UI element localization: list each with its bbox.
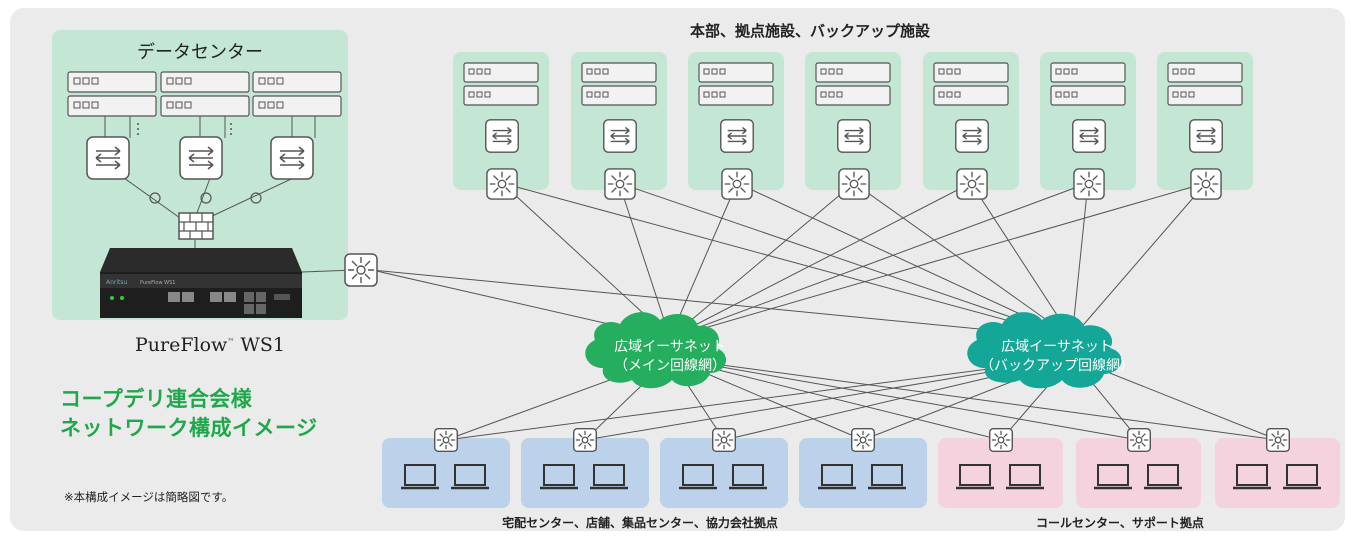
cloud-backup-line1: 広域イーサネット xyxy=(1001,339,1113,355)
l2-switch-icon xyxy=(1072,119,1106,157)
l2-switch-icon xyxy=(86,136,130,184)
l3-switch-icon xyxy=(486,168,518,204)
datacenter-links xyxy=(104,115,316,256)
svg-text:PureFlow WS1: PureFlow WS1 xyxy=(140,280,175,286)
l2-switch-icon xyxy=(720,119,754,157)
laptop-icon xyxy=(817,463,857,495)
l2-switch-icon xyxy=(603,119,637,157)
l3-switch-icon xyxy=(573,428,597,456)
laptop-icon xyxy=(539,463,579,495)
laptop-icon xyxy=(589,463,629,495)
svg-text:Anritsu: Anritsu xyxy=(106,279,128,286)
l2-switch-icon xyxy=(1189,119,1223,157)
cloud-backup-icon xyxy=(967,312,1122,389)
heading-line1: コープデリ連合会様 xyxy=(60,387,253,411)
diagram-canvas: データセンター 本部、拠点施設、バックアップ施設 xyxy=(10,8,1345,531)
cloud-main-icon xyxy=(585,312,727,389)
firewall-icon xyxy=(178,212,214,244)
l3-switch-icon xyxy=(434,428,458,456)
l3-switch-icon xyxy=(604,168,636,204)
laptop-icon xyxy=(1143,463,1183,495)
cloud-main-line2: （メイン回線網） xyxy=(614,358,726,374)
laptop-icon xyxy=(450,463,490,495)
server-icon xyxy=(581,62,657,110)
server-icon xyxy=(815,62,891,110)
server-icon xyxy=(933,62,1009,110)
l3-switch-icon xyxy=(721,168,753,204)
l2-switch-icon xyxy=(270,136,314,184)
note-text: ※本構成イメージは簡略図です。 xyxy=(64,490,234,504)
laptop-icon xyxy=(728,463,768,495)
datacenter-servers xyxy=(67,71,342,135)
datacenter-title: データセンター xyxy=(137,42,263,63)
server-icon xyxy=(698,62,774,110)
cloud-backup-label: 広域イーサネット （バックアップ回線網） xyxy=(962,338,1152,376)
l3-switch-icon xyxy=(956,168,988,204)
cloud-main-label: 広域イーサネット （メイン回線網） xyxy=(585,338,755,376)
l3-switch-icon xyxy=(838,168,870,204)
l2-switch-icon xyxy=(485,119,519,157)
laptop-icon xyxy=(867,463,907,495)
l3-switch-icon xyxy=(1127,428,1151,456)
l2-switch-icon xyxy=(955,119,989,157)
sites-title: 本部、拠点施設、バックアップ施設 xyxy=(689,22,930,40)
call-sites-label: コールセンター、サポート拠点 xyxy=(1036,516,1204,530)
delivery-sites-label: 宅配センター、店舗、集品センター、協力会社拠点 xyxy=(502,516,778,530)
l3-switch-icon xyxy=(1190,168,1222,204)
l3-switch-icon xyxy=(344,253,378,291)
l2-switch-icon xyxy=(179,136,223,184)
server-icon xyxy=(1050,62,1126,110)
heading-line2: ネットワーク構成イメージ xyxy=(60,416,318,440)
laptop-icon xyxy=(400,463,440,495)
cloud-main-line1: 広域イーサネット xyxy=(614,339,726,355)
pureflow-appliance: Anritsu PureFlow WS1 xyxy=(98,248,304,320)
server-icon xyxy=(1167,62,1243,110)
cloud-backup-line2: （バックアップ回線網） xyxy=(980,358,1134,374)
laptop-icon xyxy=(1093,463,1133,495)
laptop-icon xyxy=(1282,463,1322,495)
laptop-icon xyxy=(1005,463,1045,495)
l3-switch-icon xyxy=(989,428,1013,456)
laptop-icon xyxy=(955,463,995,495)
pureflow-label: PureFlow™ WS1 xyxy=(135,334,285,356)
cloud-shapes xyxy=(585,312,1122,389)
l3-switch-icon xyxy=(1073,168,1105,204)
l3-switch-icon xyxy=(1266,428,1290,456)
l2-switch-icon xyxy=(837,119,871,157)
laptop-icon xyxy=(1232,463,1272,495)
l3-switch-icon xyxy=(851,428,875,456)
laptop-icon xyxy=(678,463,718,495)
server-icon xyxy=(463,62,539,110)
l3-switch-icon xyxy=(712,428,736,456)
